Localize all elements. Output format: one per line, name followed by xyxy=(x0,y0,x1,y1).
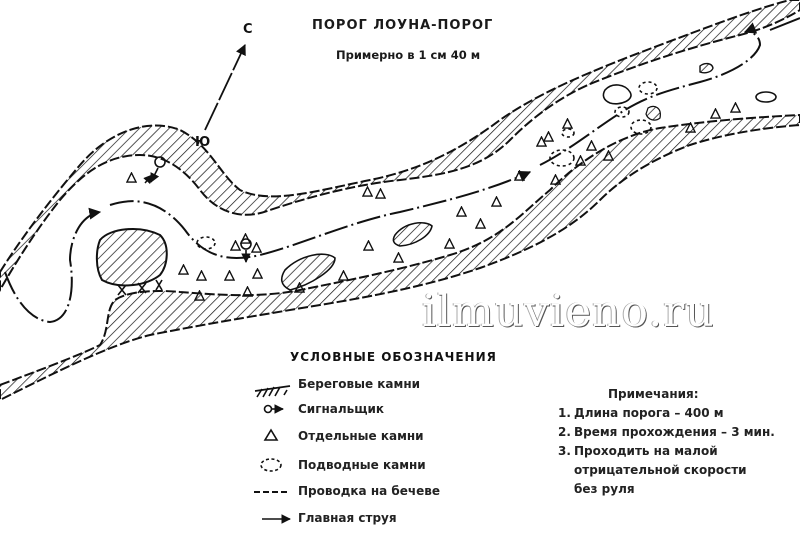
map-title: ПОРОГ ЛОУНА-ПОРОГ xyxy=(312,18,494,33)
main-current-3 xyxy=(539,22,762,166)
note-item: без руля xyxy=(574,482,635,496)
legend-label: Главная струя xyxy=(298,511,397,525)
compass-north-label: С xyxy=(243,22,253,37)
legend-item-main-current: Главная струя xyxy=(298,508,397,528)
underwater-rocks xyxy=(196,81,658,250)
notes-title: Примечания: xyxy=(608,387,699,401)
main-current-2 xyxy=(109,170,532,259)
legend-label: Отдельные камни xyxy=(298,429,424,443)
legend-item-individual-rocks: Отдельные камни xyxy=(298,426,424,446)
island xyxy=(95,228,168,287)
signalman-markers xyxy=(150,156,252,263)
legend-item-bank-rocks: Береговые камни xyxy=(298,374,420,394)
north-bank xyxy=(0,0,800,293)
legend-item-towing: Проводка на бечеве xyxy=(298,481,440,501)
exit-current xyxy=(769,17,800,31)
legend-item-signalman: Сигнальщик xyxy=(298,399,384,419)
islet-4 xyxy=(699,62,714,74)
legend-label: Проводка на бечеве xyxy=(298,484,441,498)
note-item: 3. Проходить на малой xyxy=(558,444,718,458)
islet-2 xyxy=(392,221,433,247)
islet-6 xyxy=(645,105,661,121)
map-scale: Примерно в 1 см 40 м xyxy=(336,48,481,62)
notes-block: Примечания: 1. Длина порога – 400 м 2. В… xyxy=(558,385,775,499)
legend-label: Сигнальщик xyxy=(298,402,385,416)
legend-title: УСЛОВНЫЕ ОБОЗНАЧЕНИЯ xyxy=(290,350,497,364)
islet-5 xyxy=(755,91,777,103)
islet-1 xyxy=(280,253,336,291)
legend-symbols xyxy=(254,385,291,524)
note-item: отрицательной скорости xyxy=(574,463,747,477)
compass-south-label: Ю xyxy=(195,135,211,150)
main-current xyxy=(4,207,102,324)
watermark: ilmuvieno.ru xyxy=(422,286,715,337)
islet-3 xyxy=(602,84,632,105)
legend-item-underwater-rocks: Подводные камни xyxy=(298,455,426,475)
note-item: 1. Длина порога – 400 м xyxy=(558,406,724,420)
legend-label: Береговые камни xyxy=(298,377,421,391)
cross-marks xyxy=(117,279,163,296)
south-bank xyxy=(0,113,800,402)
compass-arrow xyxy=(204,44,246,131)
note-item: 2. Время прохождения – 3 мин. xyxy=(558,425,775,439)
legend-label: Подводные камни xyxy=(298,458,426,472)
